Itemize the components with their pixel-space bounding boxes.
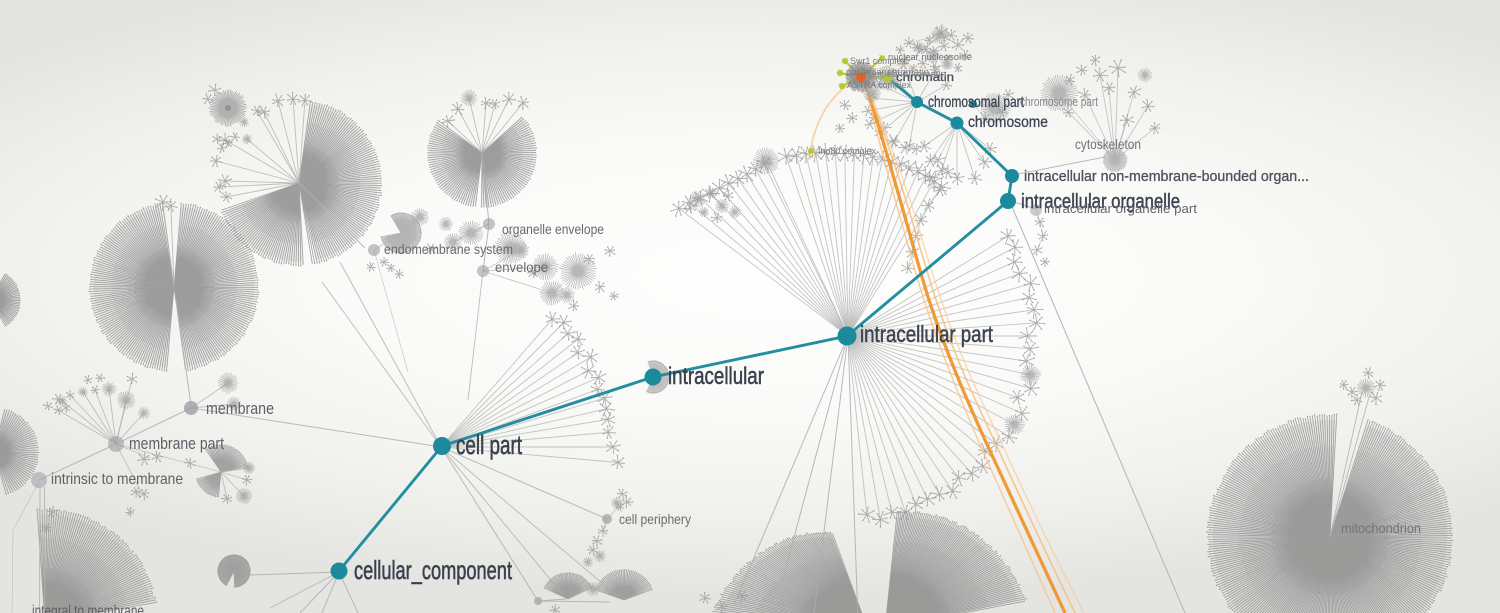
svg-text:intracellular part: intracellular part	[860, 321, 993, 347]
svg-text:integral to membrane: integral to membrane	[32, 603, 144, 613]
svg-text:chromosome part: chromosome part	[1020, 94, 1098, 109]
svg-text:Ino80 complex: Ino80 complex	[818, 146, 876, 156]
svg-text:chromatin: chromatin	[896, 72, 954, 84]
svg-text:cellular_component: cellular_component	[354, 555, 513, 585]
svg-text:chromosomal part: chromosomal part	[928, 94, 1024, 111]
svg-text:ASTRA complex: ASTRA complex	[847, 80, 911, 90]
svg-text:intracellular organelle part: intracellular organelle part	[1044, 202, 1198, 216]
svg-text:nuclear chromatin: nuclear chromatin	[869, 69, 946, 80]
svg-text:cell periphery: cell periphery	[619, 512, 691, 527]
svg-text:cell part: cell part	[456, 430, 522, 460]
svg-text:membrane: membrane	[206, 399, 274, 418]
svg-text:mitochondrion: mitochondrion	[1341, 520, 1421, 536]
svg-text:envelope: envelope	[495, 259, 548, 275]
svg-text:membrane part: membrane part	[129, 434, 224, 453]
svg-text:intrinsic to membrane: intrinsic to membrane	[51, 471, 183, 488]
svg-text:intracellular: intracellular	[668, 363, 764, 390]
svg-text:nucleolar chromatin: nucleolar chromatin	[846, 67, 929, 77]
svg-text:Swr1 complex: Swr1 complex	[850, 56, 906, 66]
svg-text:intracellular organelle: intracellular organelle	[1021, 191, 1180, 213]
svg-text:chromosome: chromosome	[968, 114, 1048, 131]
svg-text:intracellular non-membrane-bou: intracellular non-membrane-bounded organ…	[1024, 168, 1309, 185]
svg-text:nuclear nucleosome: nuclear nucleosome	[888, 52, 972, 63]
svg-text:endomembrane system: endomembrane system	[384, 241, 513, 257]
svg-text:organelle envelope: organelle envelope	[502, 221, 604, 237]
svg-text:cytoskeleton: cytoskeleton	[1075, 136, 1141, 152]
